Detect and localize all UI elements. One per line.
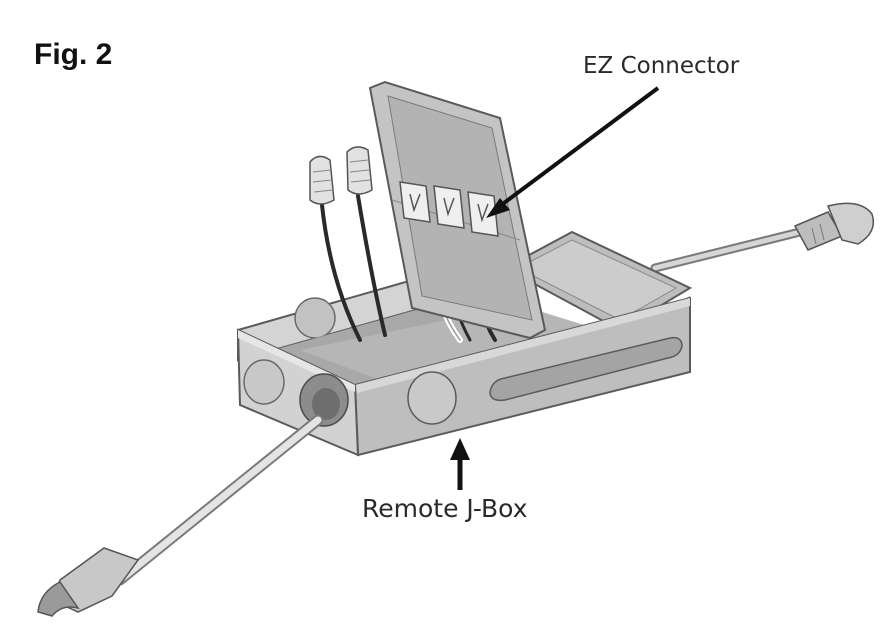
ez-connector-arrow bbox=[486, 86, 660, 218]
wire-nuts bbox=[309, 146, 373, 205]
ez-connector-label: EZ Connector bbox=[583, 53, 740, 79]
left-cable bbox=[37, 414, 324, 617]
box-cover-plate bbox=[502, 230, 693, 332]
ez-connectors bbox=[399, 181, 499, 237]
box-front-wall bbox=[353, 296, 691, 457]
right-cable bbox=[650, 202, 875, 273]
figure-title: Fig. 2 bbox=[34, 38, 113, 71]
box-end-wall bbox=[236, 328, 360, 457]
jbox-arrow bbox=[450, 438, 470, 490]
remote-jbox-label: Remote J-Box bbox=[362, 494, 528, 523]
